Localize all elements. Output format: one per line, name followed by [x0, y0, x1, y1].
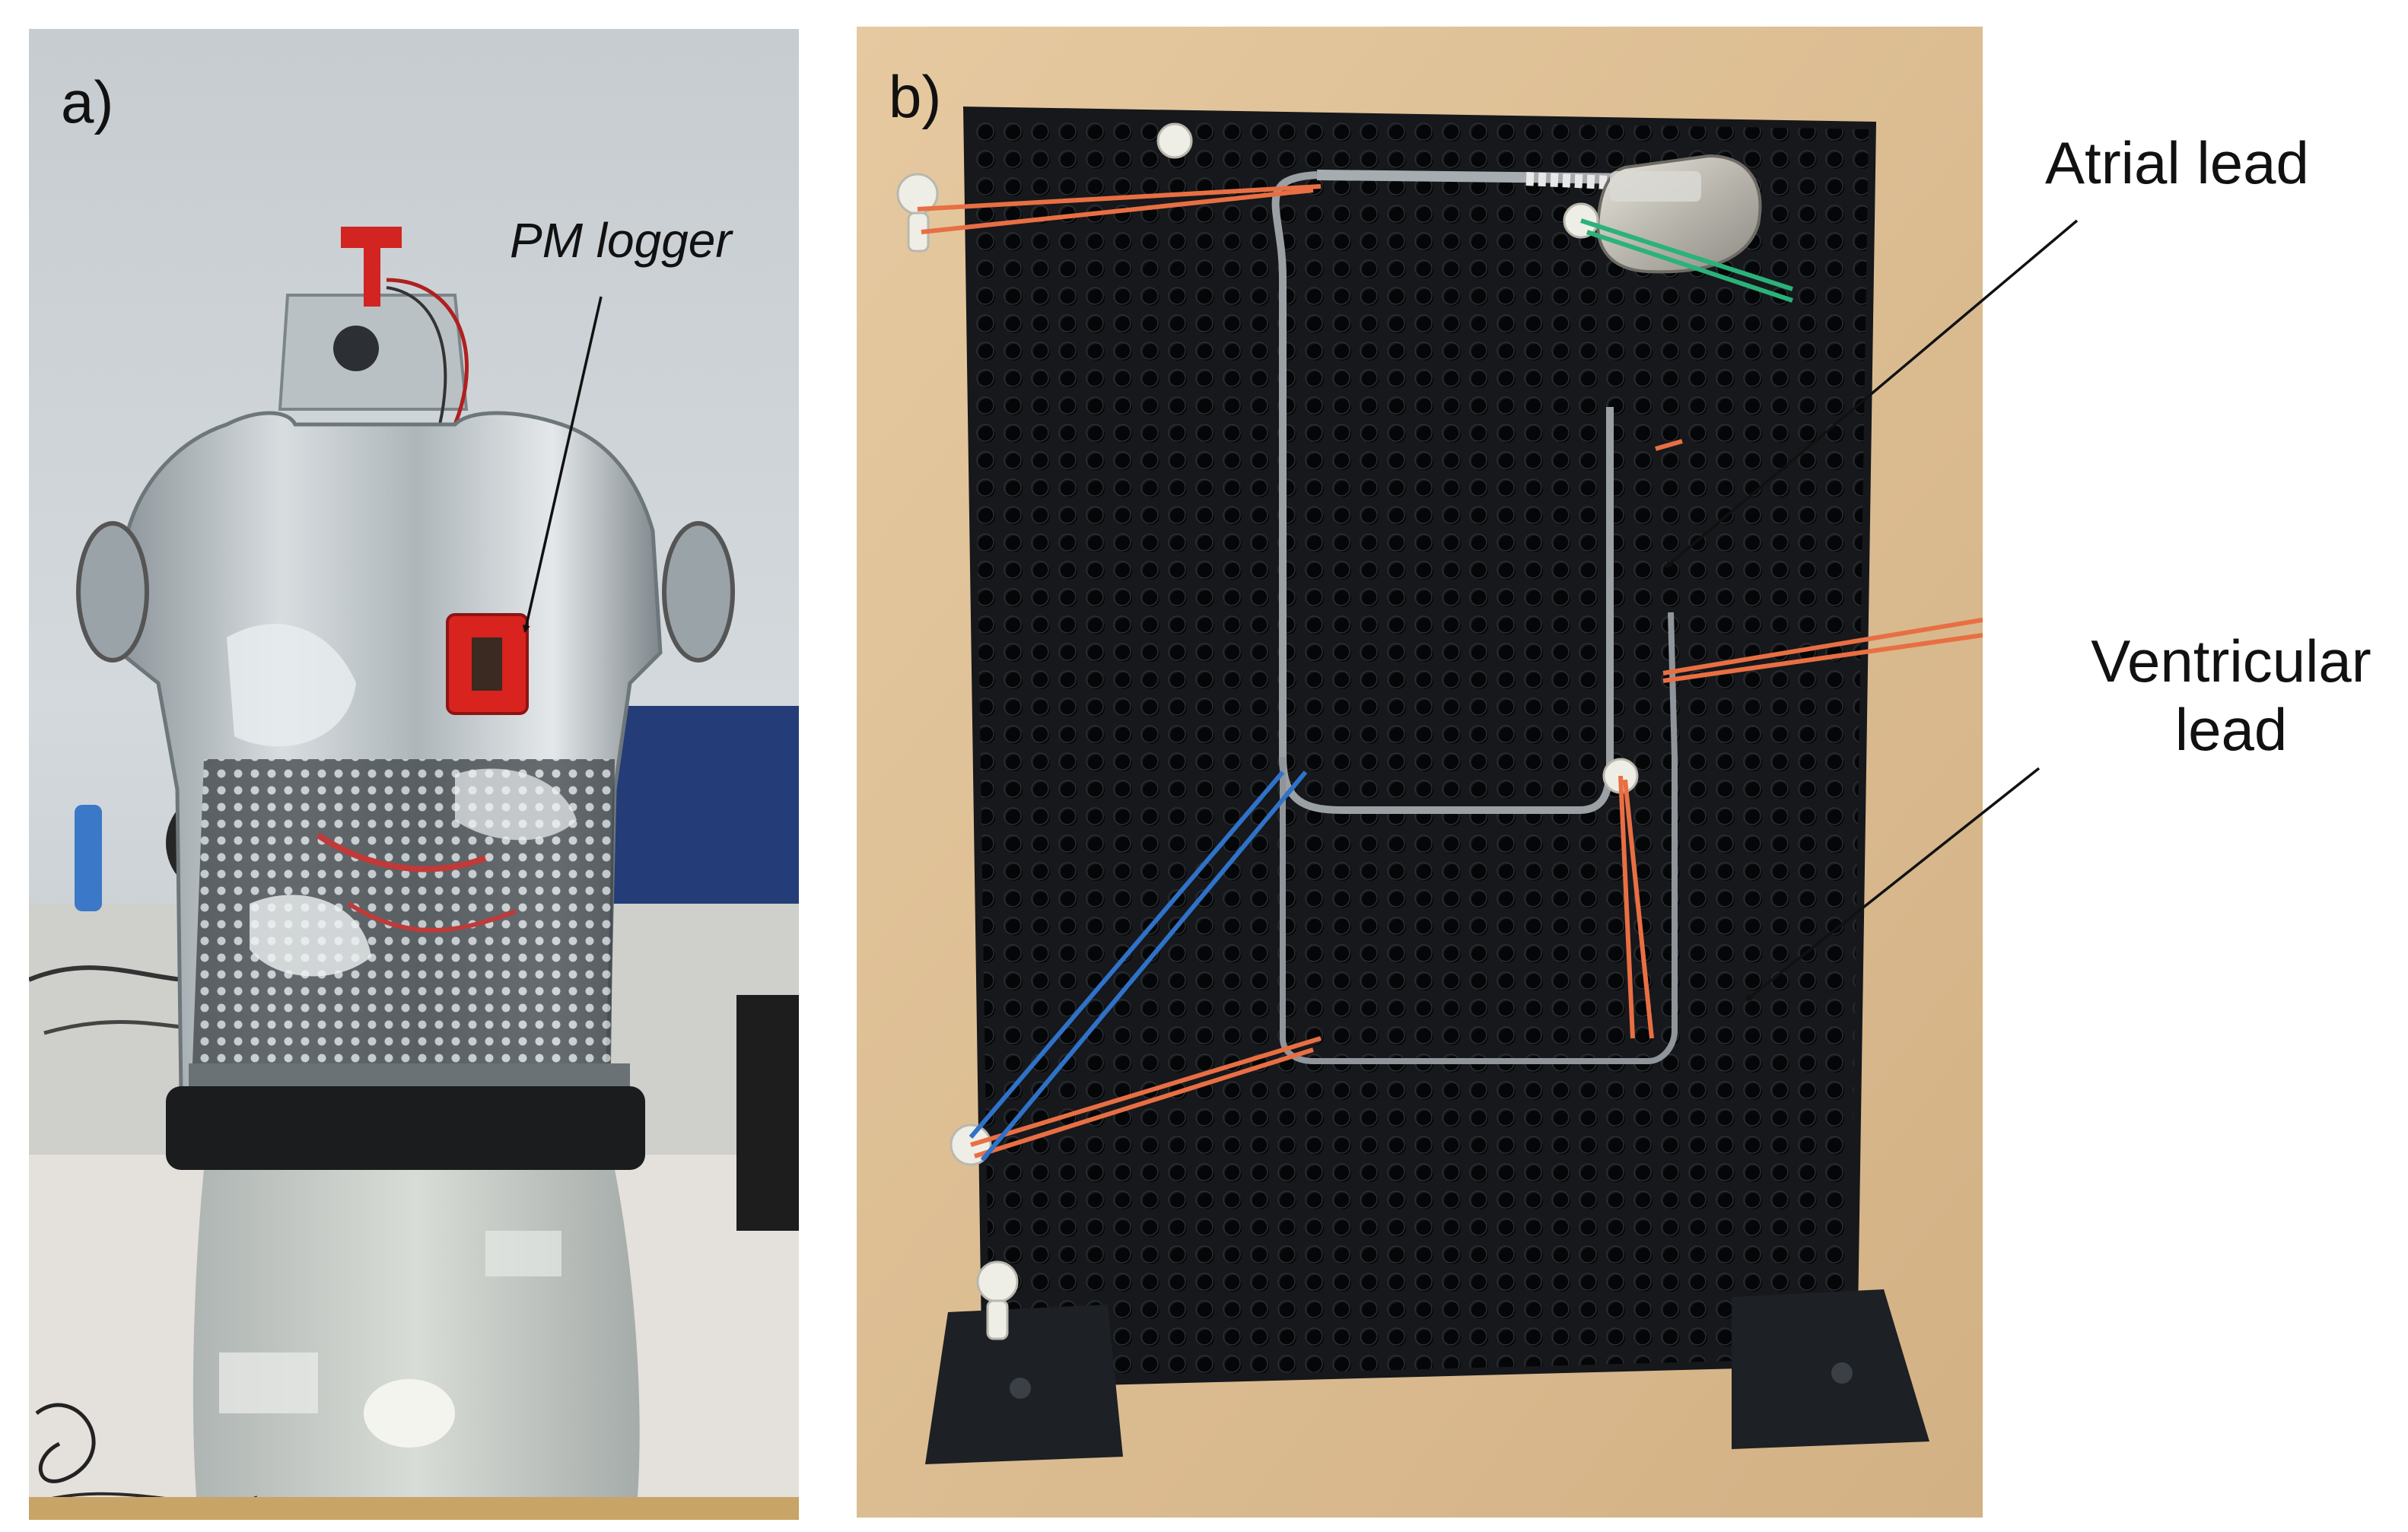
panel-label-b: b): [889, 63, 942, 130]
atrial-lead-arrow: [1665, 219, 2079, 568]
photo-pegboard-pacemaker: [857, 27, 1983, 1518]
photo-torso-phantom: [29, 29, 799, 1520]
pm-logger-label: PM logger: [510, 213, 732, 268]
pm-logger-arrow: [522, 296, 603, 633]
pegboard-illustration: [857, 27, 1983, 1518]
torso-phantom-illustration: [29, 29, 799, 1520]
ventricular-lead-label: Ventricular lead: [2054, 628, 2408, 764]
ventricular-lead-label-line2: lead: [2174, 695, 2288, 763]
ventricular-lead-label-line1: Ventricular: [2091, 628, 2371, 694]
panel-label-a: a): [61, 68, 114, 135]
ventricular-lead-arrow: [1745, 767, 2041, 1002]
atrial-lead-label: Atrial lead: [2045, 129, 2309, 196]
